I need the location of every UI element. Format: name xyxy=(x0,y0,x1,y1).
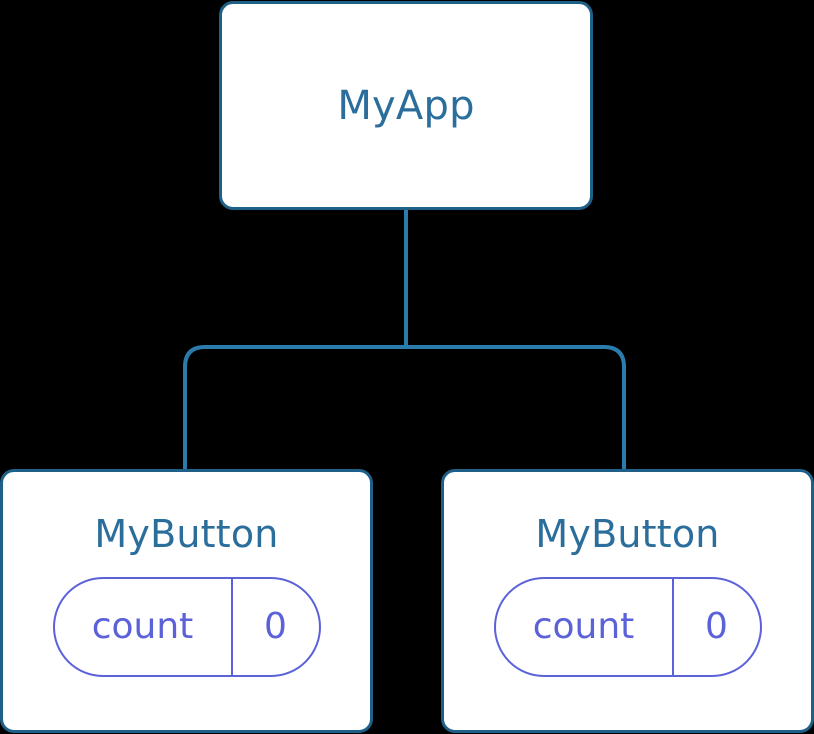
state-pill[interactable]: count 0 xyxy=(52,577,321,677)
edge-myapp-to-mybutton-left xyxy=(183,345,406,470)
component-node-title: MyButton xyxy=(94,512,279,556)
state-pill-key-label: count xyxy=(532,606,635,647)
state-pill-value-cell: 0 xyxy=(233,579,319,675)
state-pill-value-cell: 0 xyxy=(674,579,760,675)
state-pill-value-label: 0 xyxy=(705,606,728,647)
state-pill-key-cell: count xyxy=(496,579,674,675)
edge-myapp-to-mybutton-right xyxy=(406,345,626,470)
component-node-title: MyButton xyxy=(535,512,720,556)
state-pill-key-label: count xyxy=(91,606,194,647)
state-pill-key-cell: count xyxy=(55,579,233,675)
component-node-title: MyApp xyxy=(337,82,475,129)
component-node-mybutton-left[interactable]: MyButton count 0 xyxy=(0,469,373,733)
component-node-mybutton-right[interactable]: MyButton count 0 xyxy=(441,469,814,733)
component-node-myapp[interactable]: MyApp xyxy=(219,1,593,210)
state-pill-value-label: 0 xyxy=(264,606,287,647)
state-pill[interactable]: count 0 xyxy=(493,577,762,677)
